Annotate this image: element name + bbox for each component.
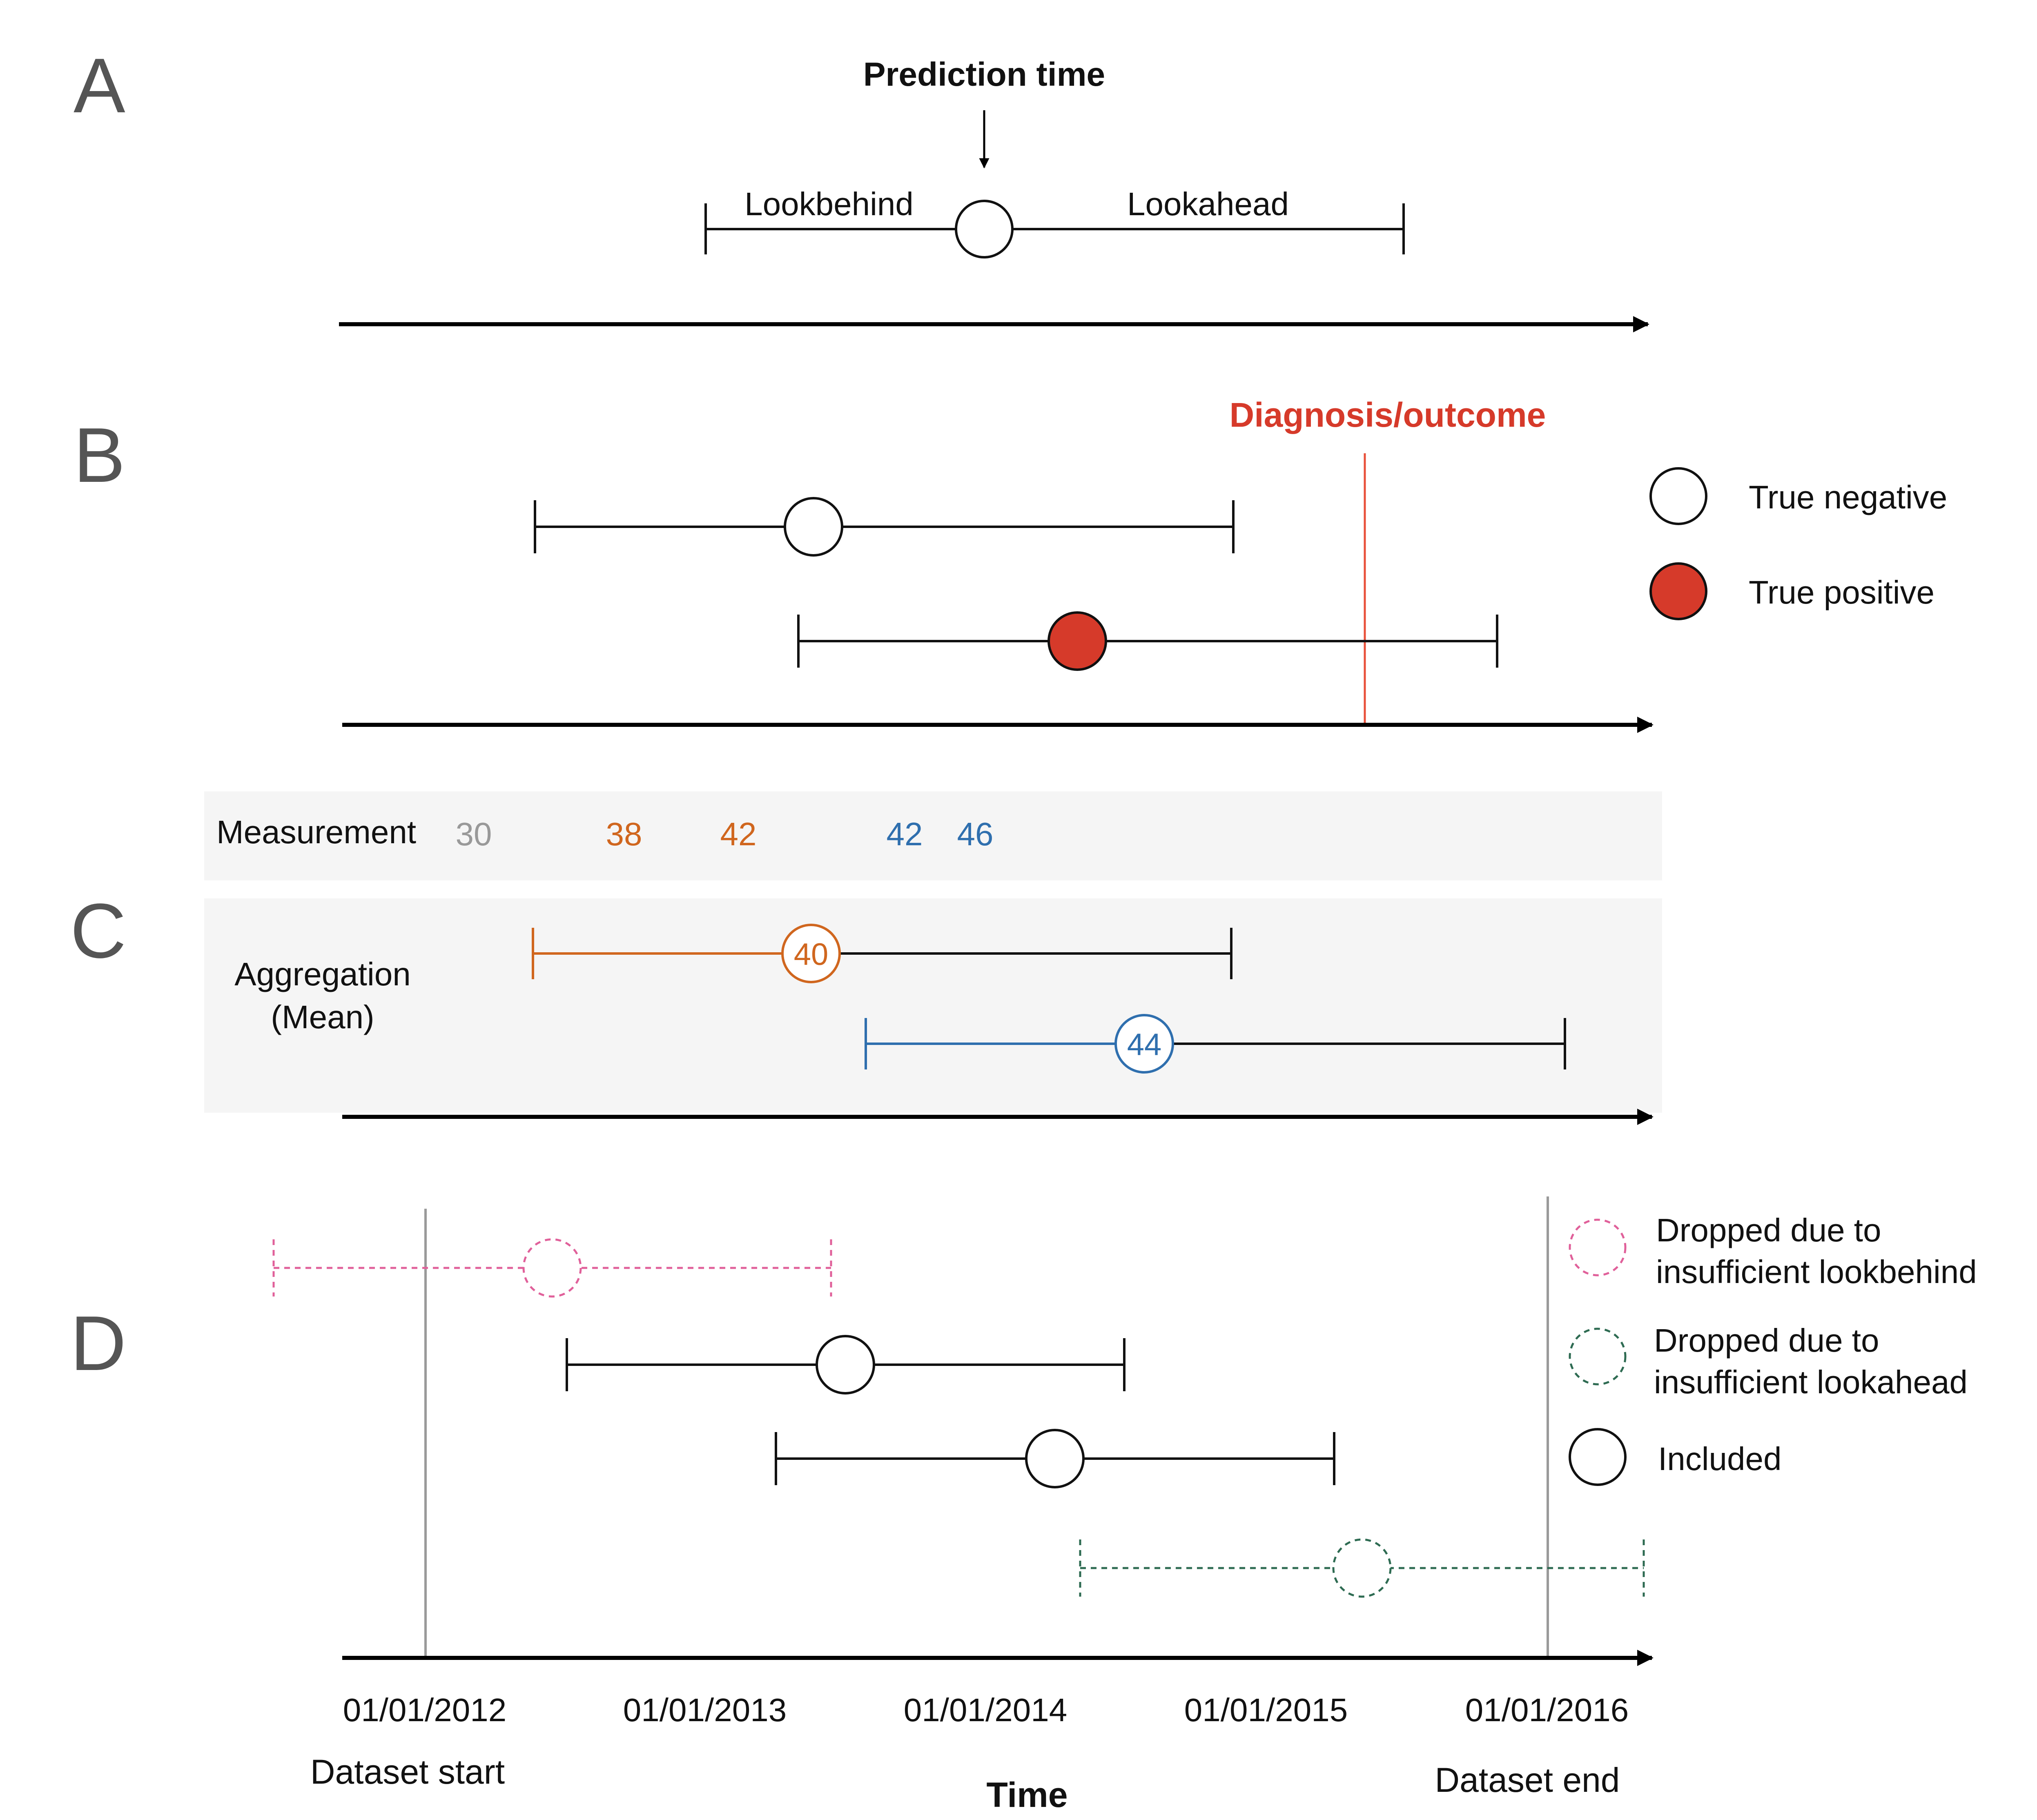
aggregation-mean-label: (Mean): [271, 999, 374, 1035]
panel-c-window-2: 44: [865, 1014, 1566, 1074]
aggregate-point-2: [1114, 1014, 1174, 1074]
tick-label-2014: 01/01/2014: [904, 1692, 1067, 1728]
aggregate-value-2: 44: [1127, 1027, 1162, 1062]
legend-dropped-lookbehind-line1: Dropped due to: [1656, 1212, 1881, 1248]
measurement-label: Measurement: [216, 814, 416, 850]
legend-dropped-lookahead-icon: [1569, 1328, 1627, 1386]
included-window-1: [566, 1335, 1125, 1395]
panel-c-window-1: 40: [532, 924, 1232, 983]
tick-label-2015: 01/01/2015: [1184, 1692, 1348, 1728]
panel-b-positive-window: [797, 611, 1498, 671]
legend-true-positive-icon: [1649, 562, 1707, 620]
measurement-value-3: 42: [720, 816, 757, 852]
true-negative-point: [784, 497, 843, 557]
measurement-value-4: 42: [887, 816, 923, 852]
aggregation-label: Aggregation: [234, 956, 410, 992]
legend-included-icon: [1569, 1428, 1627, 1486]
tick-label-2012: 01/01/2012: [343, 1692, 506, 1728]
legend-true-negative-icon: [1649, 467, 1707, 525]
legend-dropped-lookbehind-icon: [1569, 1219, 1627, 1276]
dataset-end-label: Dataset end: [1435, 1761, 1620, 1799]
dropped-lookbehind-window: [272, 1238, 832, 1298]
panel-letter-b: B: [74, 412, 125, 499]
tick-label-2016: 01/01/2016: [1465, 1692, 1629, 1728]
measurement-value-2: 38: [606, 816, 642, 852]
panel-b-negative-window: [534, 497, 1235, 557]
panel-a-window: [704, 200, 1405, 258]
aggregate-point-1: [781, 924, 841, 983]
prediction-time-label: Prediction time: [863, 56, 1105, 93]
measurement-value-5: 46: [957, 816, 994, 852]
dropped-lookbehind-point: [522, 1238, 582, 1298]
measurement-value-1: 30: [456, 816, 492, 852]
panel-letter-d: D: [70, 1300, 126, 1387]
dropped-lookahead-window: [1079, 1538, 1645, 1598]
legend-true-negative-label: True negative: [1749, 479, 1947, 515]
legend-dropped-lookahead-line2: insufficient lookahead: [1654, 1364, 1968, 1400]
legend-dropped-lookbehind-line2: insufficient lookbehind: [1656, 1254, 1977, 1290]
dropped-lookahead-point: [1332, 1538, 1392, 1598]
tick-label-2013: 01/01/2013: [623, 1692, 787, 1728]
lookbehind-label: Lookbehind: [744, 186, 914, 222]
time-axis-title: Time: [986, 1775, 1068, 1815]
included-point-2: [1025, 1429, 1085, 1488]
panel-letter-a: A: [74, 42, 125, 129]
dataset-start-label: Dataset start: [310, 1753, 505, 1791]
included-point-1: [816, 1335, 875, 1395]
panel-letter-c: C: [70, 888, 126, 974]
legend-included-label: Included: [1658, 1441, 1781, 1477]
legend-true-positive-label: True positive: [1749, 574, 1934, 610]
included-window-2: [775, 1429, 1335, 1488]
aggregate-value-1: 40: [794, 937, 829, 972]
measurement-band: [204, 791, 1662, 880]
lookahead-label: Lookahead: [1127, 186, 1289, 222]
panel-a-prediction-point: [955, 200, 1014, 258]
aggregation-band: [204, 898, 1662, 1113]
true-positive-point: [1047, 611, 1107, 671]
diagnosis-outcome-label: Diagnosis/outcome: [1230, 396, 1546, 434]
legend-dropped-lookahead-line1: Dropped due to: [1654, 1322, 1879, 1359]
